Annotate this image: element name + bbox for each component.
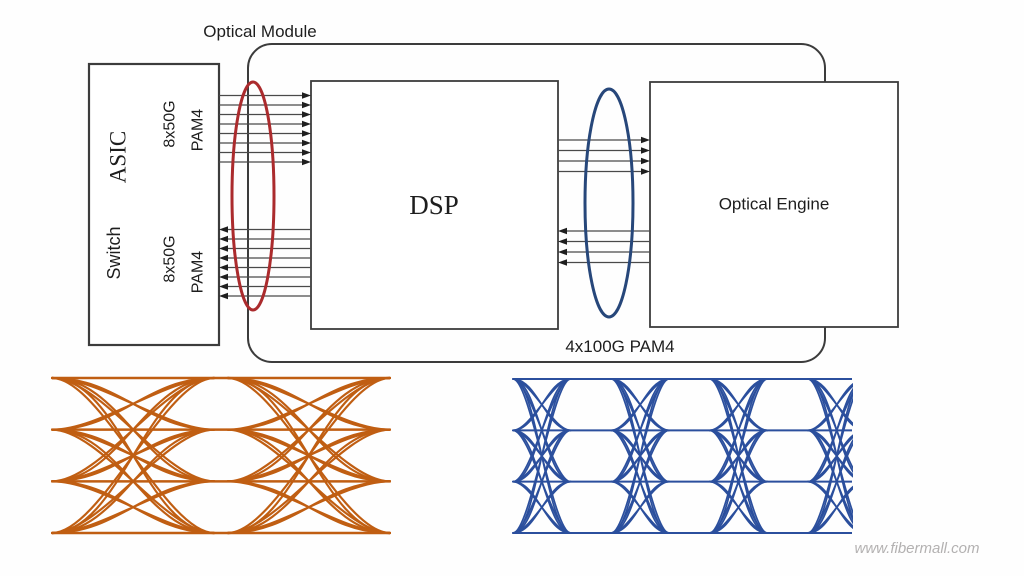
optical-engine-label: Optical Engine xyxy=(719,195,830,214)
arrowhead-icon xyxy=(302,120,311,128)
arrowhead-icon xyxy=(219,245,228,252)
dsp-label: DSP xyxy=(409,190,459,220)
switch-asic-box xyxy=(87,62,221,347)
arrowhead-icon xyxy=(302,139,311,147)
eye-diagram-electrical xyxy=(51,376,391,535)
arrowhead-icon xyxy=(558,227,567,235)
arrowhead-icon xyxy=(219,273,228,281)
arrowhead-icon xyxy=(219,254,228,262)
arrowhead-icon xyxy=(558,238,567,245)
dsp-box xyxy=(310,80,559,330)
arrowhead-icon xyxy=(641,168,650,175)
optical-signal-ellipse xyxy=(583,87,635,319)
arrowhead-icon xyxy=(302,101,311,109)
host-rx-rate-label: 8x50G xyxy=(162,235,179,282)
arrowhead-icon xyxy=(219,292,228,300)
lanes-line-rx xyxy=(558,227,650,266)
host-tx-mod-label: PAM4 xyxy=(190,109,207,151)
arrowhead-icon xyxy=(302,149,311,156)
eye-diagram-optical xyxy=(512,378,853,534)
arrowhead-icon xyxy=(558,259,567,266)
arrowhead-icon xyxy=(558,248,567,256)
arrowhead-icon xyxy=(641,157,650,165)
arrowhead-icon xyxy=(219,283,228,290)
watermark-text: www.fibermall.com xyxy=(854,540,979,557)
lanes-line-tx xyxy=(558,136,650,175)
optical-engine-box xyxy=(649,81,899,328)
arrowhead-icon xyxy=(219,264,228,271)
arrowhead-icon xyxy=(302,111,311,118)
asic-label: ASIC xyxy=(106,131,131,183)
arrowhead-icon xyxy=(219,235,228,243)
host-rx-mod-label: PAM4 xyxy=(190,251,207,293)
arrowhead-icon xyxy=(219,226,228,233)
host-tx-rate-label: 8x50G xyxy=(162,100,179,147)
switch-label: Switch xyxy=(104,226,124,279)
arrowhead-icon xyxy=(302,92,311,99)
line-rate-label: 4x100G PAM4 xyxy=(565,337,674,356)
arrowhead-icon xyxy=(302,130,311,137)
arrowhead-icon xyxy=(302,158,311,166)
electrical-signal-ellipse xyxy=(230,80,276,312)
optical-module-label: Optical Module xyxy=(203,22,316,41)
arrowhead-icon xyxy=(641,136,650,144)
lanes-host-tx xyxy=(219,92,311,166)
arrowhead-icon xyxy=(641,147,650,154)
